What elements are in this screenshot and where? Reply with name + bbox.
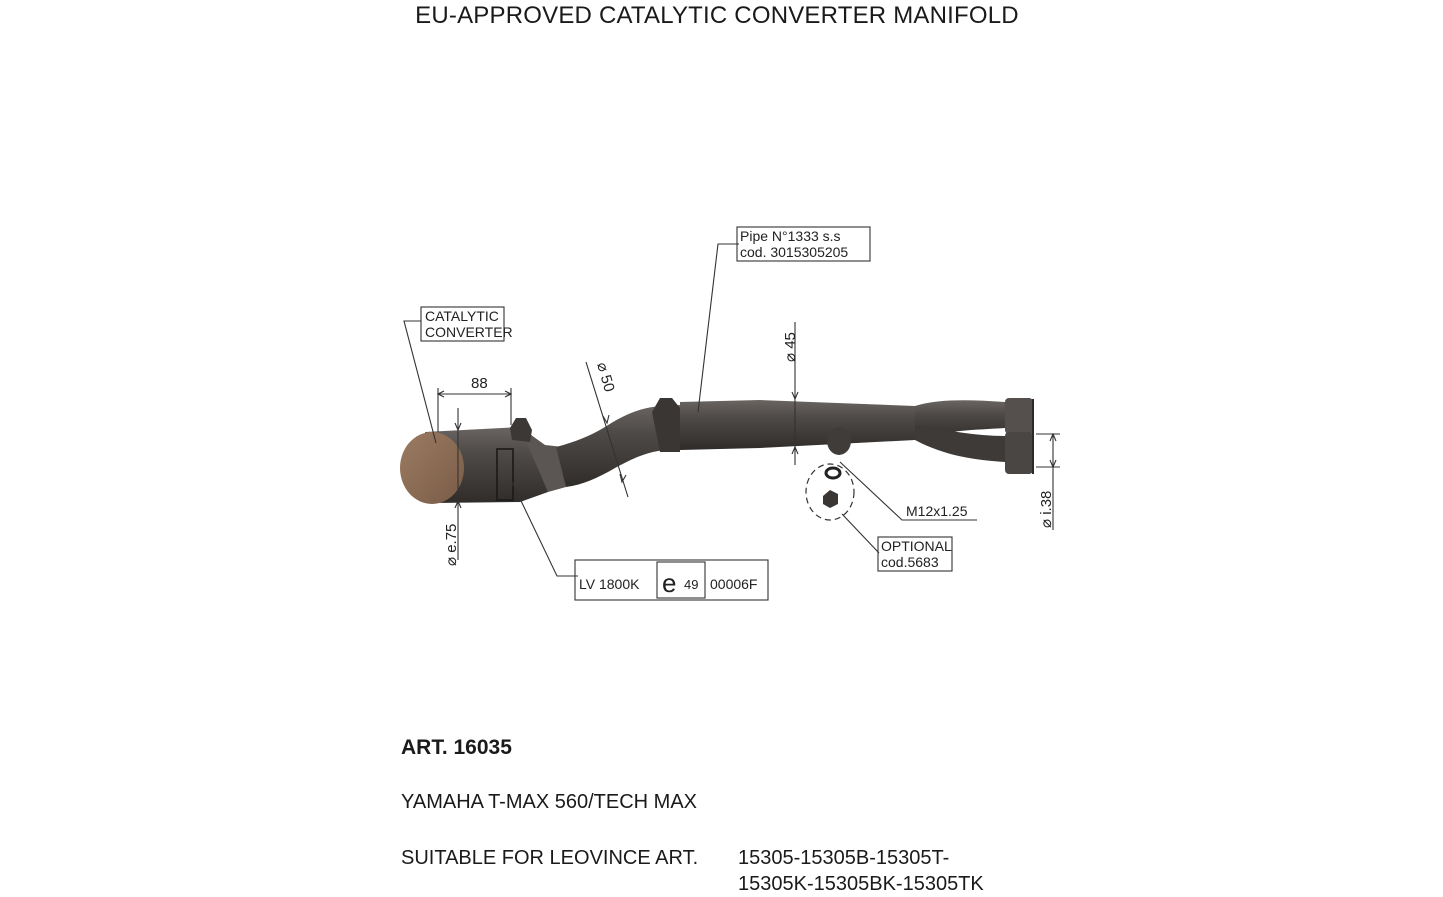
compatibility-note: SUITABLE FOR LEOVINCE ART. 15305-15305B-… — [401, 845, 984, 895]
dimension-e75: ⌀ e.75 — [443, 524, 460, 566]
label-thread: M12x1.25 — [906, 503, 968, 519]
label-catalytic-2: CONVERTER — [425, 324, 513, 340]
label-pipe-1: Pipe N°1333 s.s — [740, 228, 841, 244]
compatibility-codes: 15305-15305B-15305T- 15305K-15305BK-1530… — [738, 845, 984, 897]
compatibility-codes-line-2: 15305K-15305BK-15305TK — [738, 873, 984, 895]
optional-plug — [805, 463, 855, 521]
label-catalytic-1: CATALYTIC — [425, 308, 499, 324]
dimension-88: 88 — [471, 375, 488, 392]
homologation-number: 00006F — [710, 576, 757, 592]
page-title: EU-APPROVED CATALYTIC CONVERTER MANIFOLD — [415, 2, 1019, 29]
article-number: ART. 16035 — [401, 736, 512, 759]
homologation-mark: e — [662, 568, 676, 598]
dimension-45: ⌀ 45 — [782, 332, 799, 362]
pipe-body — [400, 398, 1034, 504]
homologation-code: LV 1800K — [579, 576, 640, 592]
homologation-mark-number: 49 — [684, 577, 698, 592]
dimension-50: ⌀ 50 — [593, 360, 618, 393]
compatibility-codes-line-1: 15305-15305B-15305T- — [738, 847, 950, 869]
leader-lines — [403, 226, 1060, 601]
compatibility-prefix: SUITABLE FOR LEOVINCE ART. — [401, 847, 699, 869]
dimension-i38: ⌀ i.38 — [1038, 491, 1055, 528]
vehicle-model: YAMAHA T-MAX 560/TECH MAX — [401, 791, 698, 813]
label-optional-2: cod.5683 — [881, 554, 939, 570]
label-optional-1: OPTIONAL — [881, 538, 952, 554]
label-pipe-2: cod. 3015305205 — [740, 244, 848, 260]
